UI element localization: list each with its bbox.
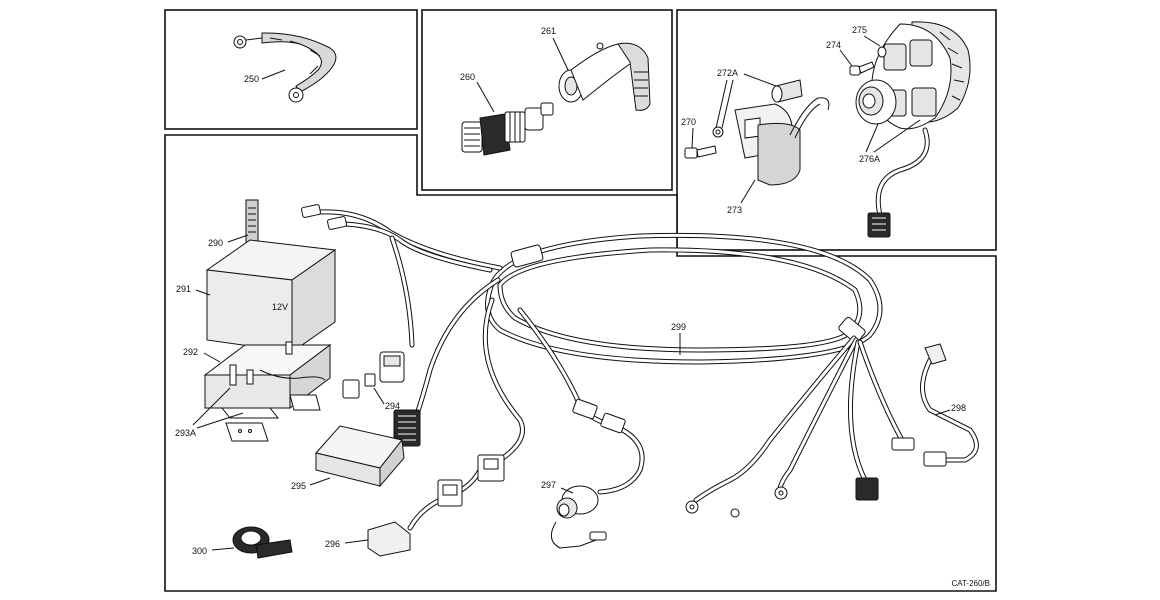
relay-connector-294 bbox=[342, 351, 421, 447]
ring-terminals bbox=[685, 437, 915, 518]
leader-293A-2 bbox=[196, 412, 244, 429]
part-label-250: 250 bbox=[244, 74, 259, 84]
part-label-294: 294 bbox=[385, 401, 400, 411]
stator-connector bbox=[867, 212, 891, 238]
leader-297 bbox=[560, 487, 574, 494]
tape-roll-300 bbox=[232, 526, 293, 559]
panel-ground-strap bbox=[164, 9, 418, 130]
ignition-coil-part bbox=[734, 97, 830, 186]
spark-plug-cap-part bbox=[558, 42, 651, 111]
part-label-300: 300 bbox=[192, 546, 207, 556]
connector-296 bbox=[367, 454, 505, 557]
part-label-276A: 276A bbox=[859, 154, 880, 164]
part-label-290: 290 bbox=[208, 238, 223, 248]
leader-250 bbox=[261, 69, 286, 80]
leader-272A-2 bbox=[721, 79, 734, 129]
part-label-299: 299 bbox=[671, 322, 686, 332]
part-label-260: 260 bbox=[460, 72, 475, 82]
spacer-272A-part bbox=[712, 79, 803, 138]
part-label-293A: 293A bbox=[175, 428, 196, 438]
leader-296 bbox=[344, 539, 369, 544]
battery-12v-marking: 12V bbox=[272, 302, 288, 312]
leader-298 bbox=[934, 409, 951, 416]
leader-270 bbox=[691, 127, 694, 149]
leader-276A-2 bbox=[873, 119, 921, 153]
ground-strap-part bbox=[233, 32, 337, 103]
part-label-295: 295 bbox=[291, 481, 306, 491]
spark-plug-part bbox=[461, 102, 554, 156]
bolt-270-part bbox=[684, 145, 717, 159]
part-label-272A: 272A bbox=[717, 68, 738, 78]
battery-terminal-connectors bbox=[301, 204, 347, 230]
screw-274-part bbox=[849, 61, 875, 76]
leader-293A-1 bbox=[192, 387, 231, 426]
leader-300 bbox=[211, 547, 235, 551]
wiring-loom-299 bbox=[485, 232, 883, 365]
part-label-270: 270 bbox=[681, 117, 696, 127]
battery-291: 12V bbox=[205, 199, 337, 353]
part-label-297: 297 bbox=[541, 480, 556, 490]
leader-295 bbox=[309, 477, 331, 486]
leader-273 bbox=[740, 179, 756, 204]
mounting-plates-293A bbox=[220, 394, 321, 442]
leader-292 bbox=[203, 352, 221, 363]
leader-261 bbox=[552, 37, 569, 71]
leader-294 bbox=[373, 387, 385, 405]
part-label-273: 273 bbox=[727, 205, 742, 215]
leader-272A-1 bbox=[715, 79, 728, 129]
regulator-295 bbox=[315, 425, 405, 488]
leader-274 bbox=[839, 49, 853, 67]
leader-272A-3 bbox=[743, 73, 777, 87]
stator-hub-276A-part bbox=[855, 79, 897, 125]
ignition-switch-297 bbox=[550, 398, 626, 549]
part-label-296: 296 bbox=[325, 539, 340, 549]
washer-275-part bbox=[877, 46, 887, 58]
leader-276A-1 bbox=[865, 123, 879, 153]
catalog-code: CAT-260/B bbox=[951, 579, 990, 588]
leader-260 bbox=[476, 81, 495, 113]
leader-291 bbox=[195, 289, 211, 296]
part-label-261: 261 bbox=[541, 26, 556, 36]
battery-tray-292 bbox=[203, 341, 332, 409]
part-label-274: 274 bbox=[826, 40, 841, 50]
leader-275 bbox=[863, 35, 881, 47]
sensor-298-parts bbox=[923, 343, 947, 467]
part-label-298: 298 bbox=[951, 403, 966, 413]
leader-290 bbox=[227, 234, 249, 243]
part-label-291: 291 bbox=[176, 284, 191, 294]
part-label-275: 275 bbox=[852, 25, 867, 35]
part-label-292: 292 bbox=[183, 347, 198, 357]
flywheel-rotor-part bbox=[871, 21, 971, 130]
panel-spark-plug bbox=[421, 9, 673, 191]
